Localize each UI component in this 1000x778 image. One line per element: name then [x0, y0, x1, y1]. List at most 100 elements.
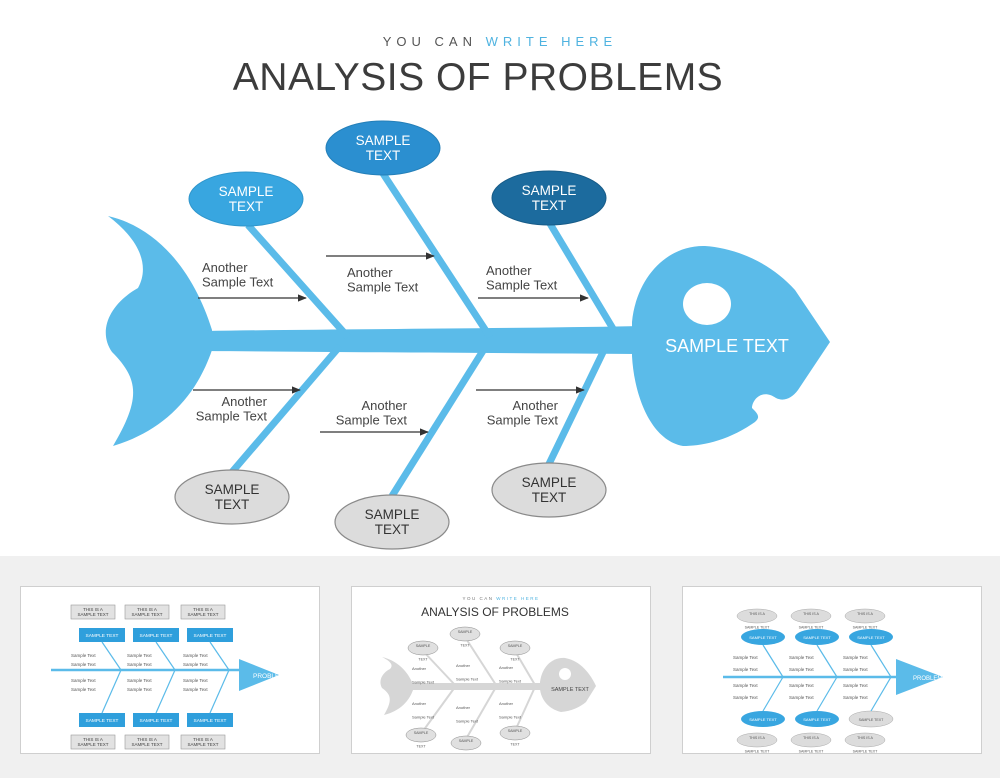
cause-oval-top-3	[491, 170, 607, 226]
thumb2-oval	[405, 727, 437, 743]
bone-top-3	[545, 220, 622, 339]
thumb2-kicker-prefix: YOU CAN	[462, 596, 493, 601]
thumb3-oval-blue-label: SAMPLE TEXT	[803, 717, 831, 722]
slide-kicker: YOU CAN WRITE HERE	[0, 34, 1000, 49]
thumb1-box-blue	[187, 628, 233, 642]
thumb1-bones	[101, 641, 230, 714]
thumb2-kicker-accent: WRITE HERE	[496, 596, 539, 601]
thumb2-title: ANALYSIS OF PROBLEMS	[421, 605, 569, 619]
thumb1-box-grey	[124, 604, 170, 620]
thumb1-small-label: Sample Text	[183, 653, 208, 658]
thumb3-blue-labels: SAMPLE TEXT SAMPLE TEXT SAMPLE TEXT SAMP…	[749, 635, 885, 722]
slide-title: ANALYSIS OF PROBLEMS	[232, 56, 724, 99]
thumb1-small-label: Sample Text	[127, 653, 152, 658]
thumb1-box-blue-label: SAMPLE TEXT	[140, 633, 173, 639]
thumb1-box-blue-label: SAMPLE TEXT	[86, 633, 119, 639]
main-slide: YOU CAN WRITE HERE ANALYSIS OF PROBLEMS …	[0, 34, 1000, 557]
thumb2-kicker: YOU CAN WRITE HERE	[462, 596, 539, 601]
thumb3-bottom-ovals	[736, 710, 894, 748]
thumb1-box-blue-label: SAMPLE TEXT	[86, 718, 119, 724]
thumb2-oval	[449, 626, 481, 642]
thumb1-box-blue-label: SAMPLE TEXT	[194, 718, 227, 724]
thumb1-box-grey	[180, 734, 226, 750]
kicker-accent: WRITE HERE	[485, 34, 618, 49]
thumb2-eye	[559, 668, 571, 680]
thumb2-oval	[450, 735, 482, 751]
thumb3-small-label: Sample Text	[843, 655, 868, 660]
cause-oval-bottom-2	[334, 494, 450, 550]
thumb1-bottom-boxes: SAMPLE TEXT SAMPLE TEXT SAMPLE TEXT THIS…	[70, 713, 233, 750]
thumb2-ovals	[405, 626, 531, 751]
thumb1-small-label: Sample Text	[71, 678, 96, 683]
thumb3-oval-blue-label: SAMPLE TEXT	[857, 635, 885, 640]
thumb2-head-label: SAMPLE TEXT	[551, 687, 589, 693]
thumb2-spine	[412, 683, 542, 690]
thumb1-small-label: Sample Text	[71, 687, 96, 692]
thumb1-small-labels: Sample Text Sample Text Sample Text Samp…	[71, 653, 208, 692]
thumbnail-slide-2[interactable]: YOU CAN WRITE HERE ANALYSIS OF PROBLEMS …	[351, 586, 651, 754]
thumb1-small-label: Sample Text	[183, 687, 208, 692]
thumb3-small-label: Sample Text	[733, 683, 758, 688]
fish-eye	[683, 283, 731, 325]
thumb3-top-ovals	[736, 608, 893, 645]
kicker-prefix: YOU CAN	[382, 34, 477, 49]
thumb3-small-label: Sample Text	[789, 667, 814, 672]
thumb1-small-label: Sample Text	[71, 653, 96, 658]
thumb3-oval-blue-label: SAMPLE TEXT	[749, 717, 777, 722]
fish-tail	[105, 216, 212, 446]
thumb1-box-blue	[133, 713, 179, 727]
thumb1-box-blue-label: SAMPLE TEXT	[140, 718, 173, 724]
thumb2-bones	[422, 636, 536, 740]
thumb3-small-label: Sample Text	[789, 695, 814, 700]
thumb3-small-label: Sample Text	[843, 667, 868, 672]
bone-bottom-3	[544, 344, 610, 468]
thumb3-small-label: Sample Text	[733, 655, 758, 660]
thumb3-small-label: Sample Text	[843, 683, 868, 688]
thumb3-bones	[762, 644, 892, 712]
thumb3-small-labels: Sample Text Sample Text Sample Text Samp…	[733, 655, 868, 700]
thumb3-oval-blue-label: SAMPLE TEXT	[749, 635, 777, 640]
thumb1-box-grey	[70, 604, 116, 620]
thumb3-oval-blue-label: SAMPLE TEXT	[803, 635, 831, 640]
thumb1-head-label: PROBLEM	[253, 673, 285, 680]
thumb1-box-grey	[124, 734, 170, 750]
thumb1-head	[239, 659, 279, 691]
cause-oval-top-1	[188, 171, 304, 227]
thumb1-box-blue	[79, 713, 125, 727]
thumb1-box-blue	[79, 628, 125, 642]
thumb1-small-label: Sample Text	[183, 678, 208, 683]
